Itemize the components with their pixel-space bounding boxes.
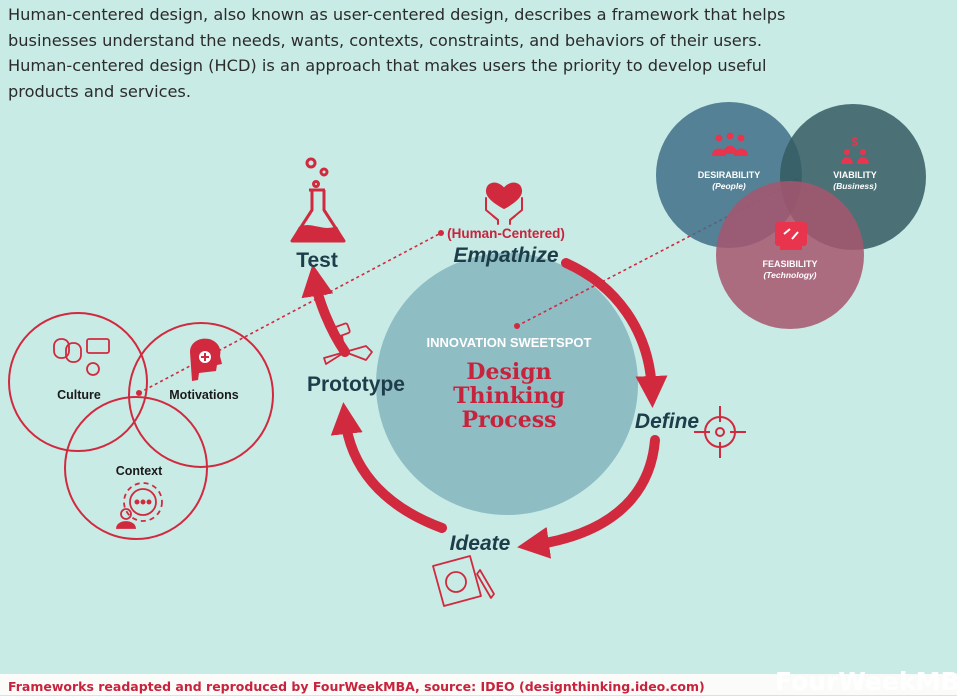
connector-left (138, 232, 442, 394)
viability-sub: (Business) (833, 181, 877, 191)
brand-logo-text: FourWeekMBA (775, 667, 957, 696)
stage-ideate: Ideate (450, 532, 511, 555)
desirability-sub: (People) (712, 181, 746, 191)
connector-dot-2 (438, 230, 444, 236)
gear-chat-icon (115, 482, 163, 529)
stage-define: Define (635, 410, 700, 433)
left-venn-diagram (8, 312, 274, 540)
right-venn-diagram (656, 102, 926, 329)
human-centered-label: (Human-Centered) (447, 226, 565, 241)
venn-motivations-label: Motivations (169, 388, 238, 402)
venn-motivations-circle (128, 322, 274, 468)
stage-test: Test (296, 249, 338, 272)
hands-heart-icon (485, 182, 523, 225)
innovation-sweetspot-circle (376, 253, 638, 515)
arrow-ideate-prototype (330, 402, 447, 533)
crosshair-icon (694, 406, 746, 458)
arrow-empathize-define (561, 258, 668, 408)
theater-masks-icon (53, 338, 110, 376)
head-gear-icon (190, 338, 222, 381)
arrow-define-ideate (517, 435, 660, 559)
venn-culture-circle (8, 312, 148, 452)
sweetspot-label: INNOVATION SWEETSPOT (427, 335, 592, 350)
venn-context-circle (64, 396, 208, 540)
idea-sketch-icon (432, 555, 495, 607)
money-people-icon: $ (841, 135, 869, 164)
feasibility-label: FEASIBILITY (762, 259, 817, 269)
feasibility-sub: (Technology) (763, 270, 816, 280)
footer-source-text: Frameworks readapted and reproduced by F… (8, 679, 705, 694)
flask-icon (290, 157, 346, 243)
venn-culture-label: Culture (57, 388, 101, 402)
viability-label: VIABILITY (833, 170, 877, 180)
connector-dot-1 (136, 390, 142, 396)
stage-empathize: Empathize (453, 244, 558, 267)
connector-right (516, 180, 797, 327)
center-title-line2: Thinking (453, 383, 565, 409)
desirability-label: DESIRABILITY (698, 170, 761, 180)
center-title-line3: Process (462, 407, 557, 433)
stage-prototype: Prototype (307, 373, 405, 396)
arrow-prototype-test (301, 264, 350, 357)
connector-dot-3 (514, 323, 520, 329)
tech-monitor-icon (775, 222, 807, 250)
cycle-arrows (301, 258, 668, 559)
venn-feasibility-circle (716, 181, 864, 329)
venn-context-label: Context (116, 464, 163, 478)
people-group-icon (712, 132, 748, 156)
prototype-tools-icon (323, 322, 373, 365)
intro-paragraph: Human-centered design, also known as use… (8, 5, 786, 101)
center-title-line1: Design (466, 359, 551, 385)
footer-bar (0, 674, 957, 695)
dotted-connectors (138, 180, 797, 394)
svg-text:$: $ (852, 135, 859, 149)
